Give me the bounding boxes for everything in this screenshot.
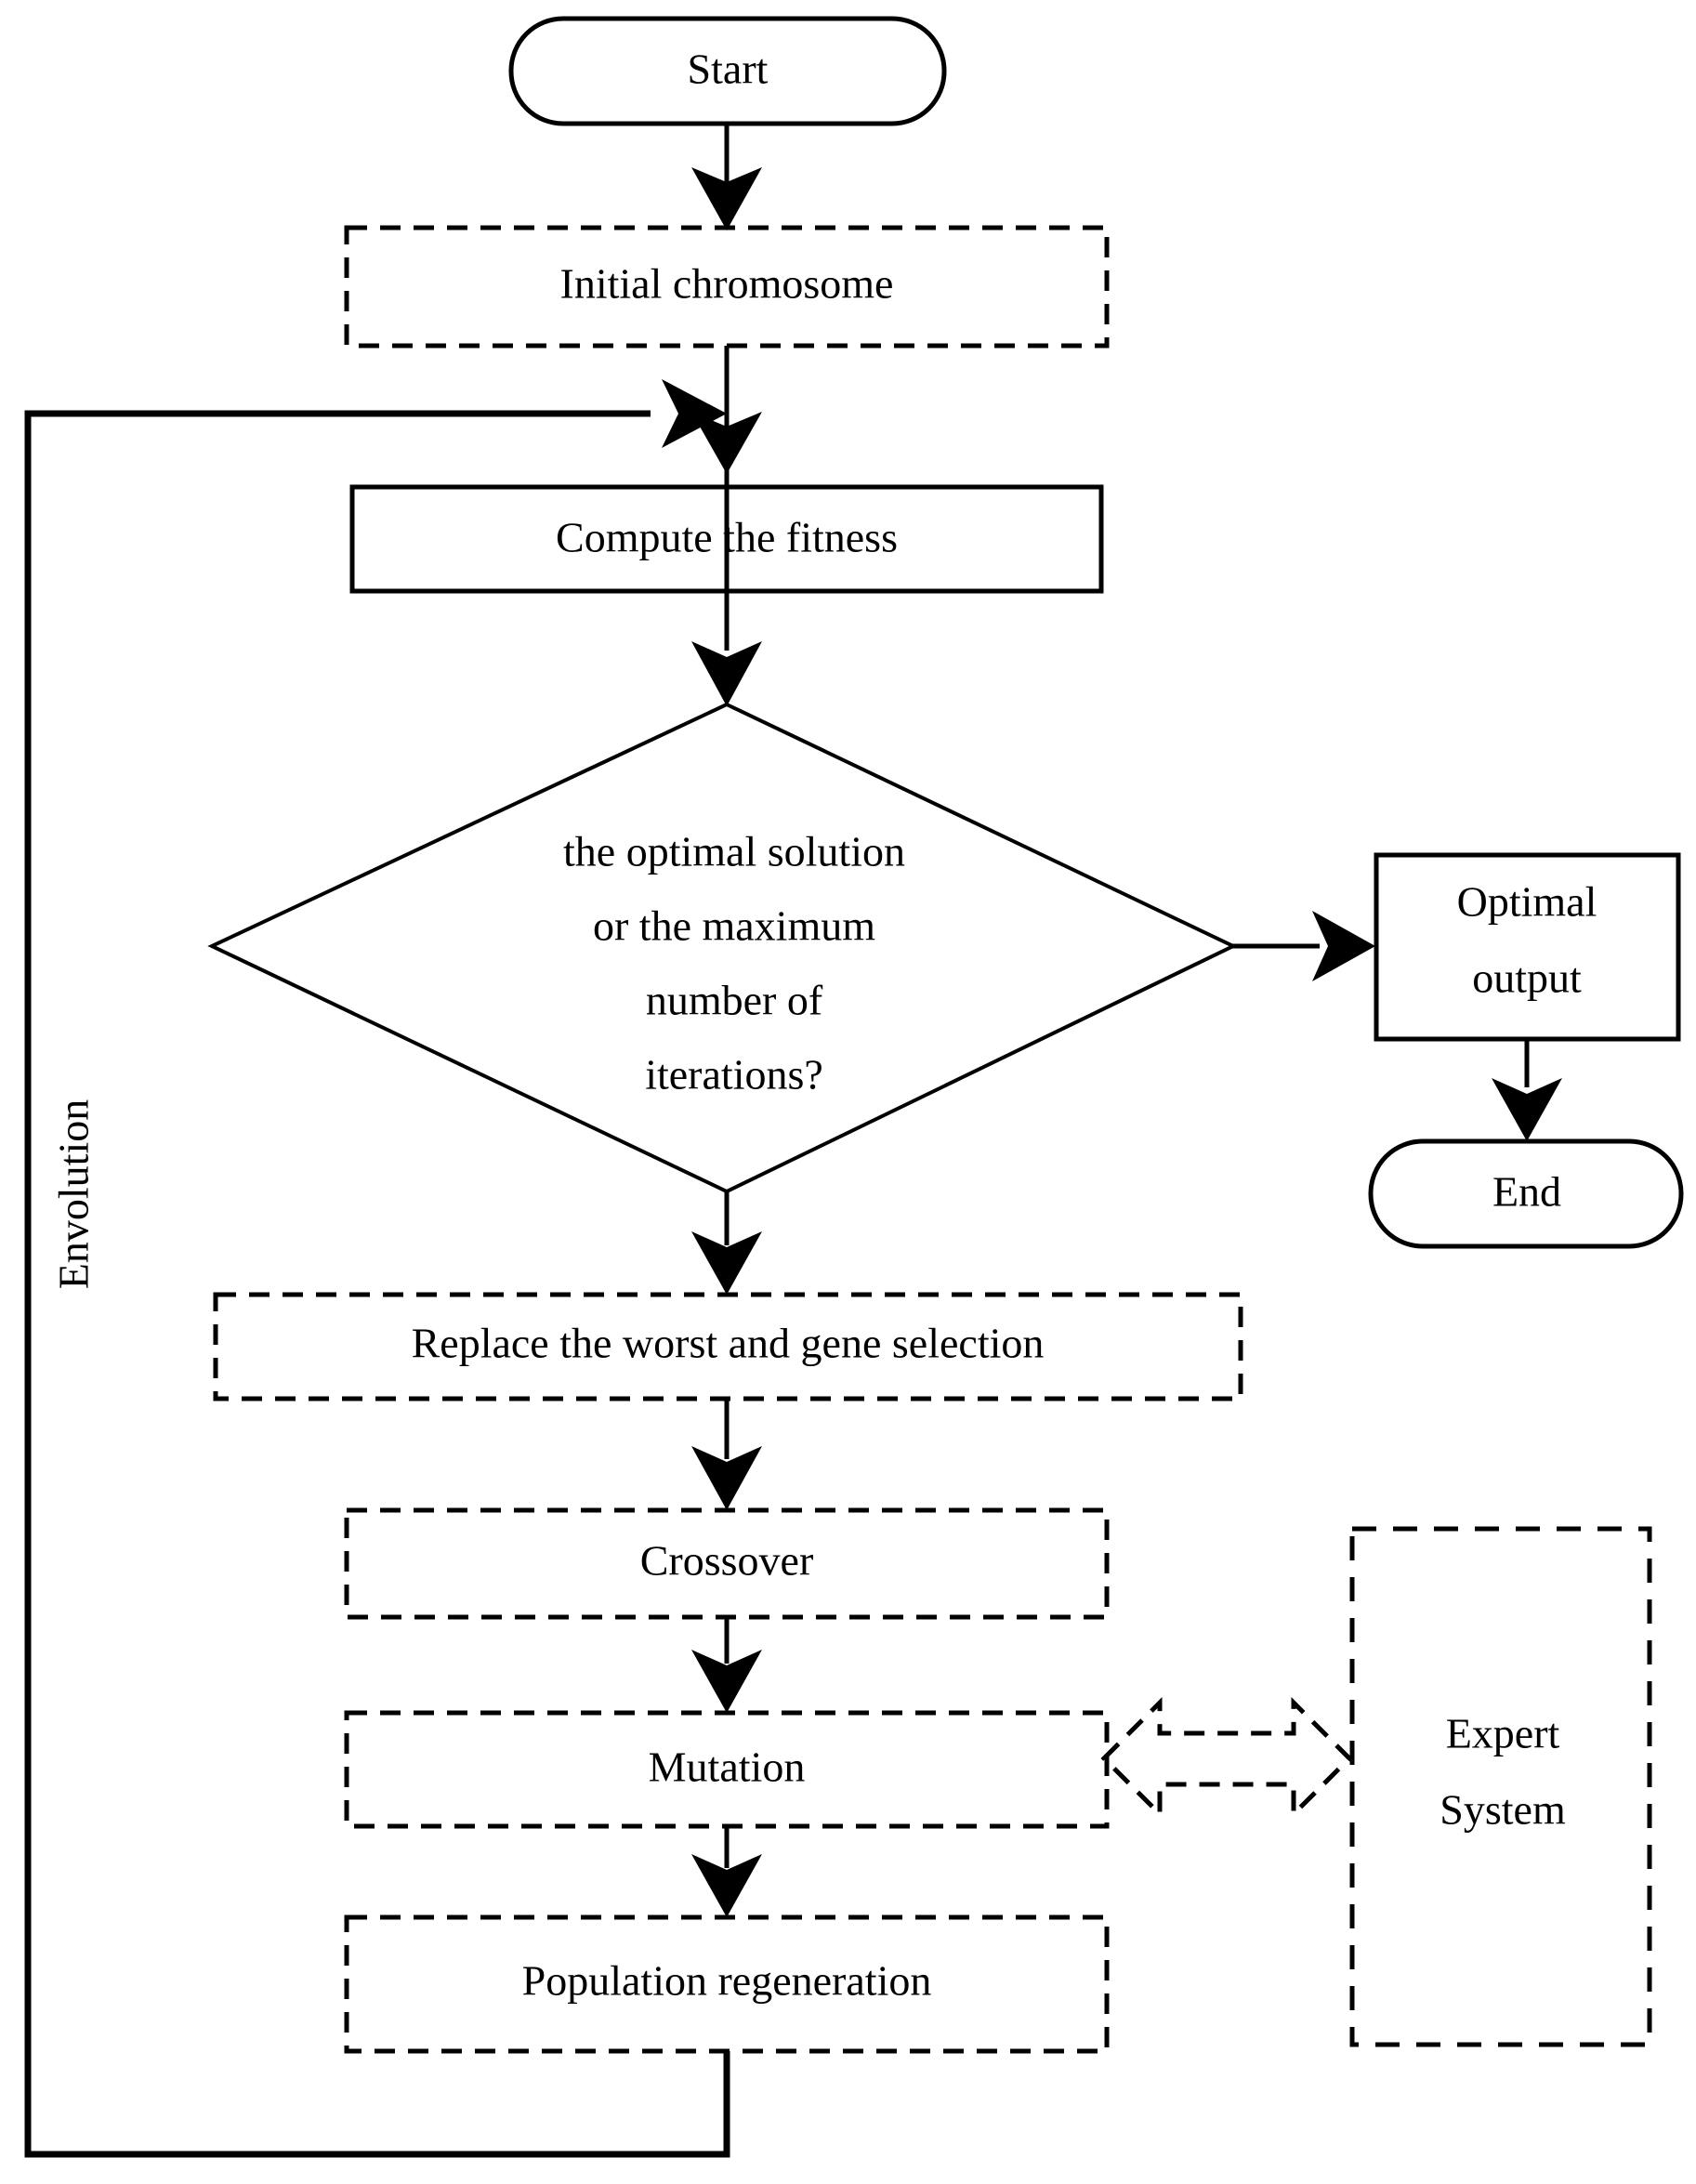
node-compute-fitness[interactable]: Compute the fitness xyxy=(349,484,1104,594)
node-decision-line-3: number of xyxy=(646,977,823,1024)
node-decision[interactable]: the optimal solution or the maximum numb… xyxy=(207,702,1238,1194)
arrowhead-down-icon xyxy=(691,1446,762,1510)
node-expert-system-line-2: System xyxy=(1440,1786,1566,1834)
node-compute-fitness-label: Compute the fitness xyxy=(556,514,898,561)
connector-mutation-to-expert-system xyxy=(1100,1696,1353,1821)
arrowhead-down-icon xyxy=(691,167,762,230)
node-mutation-label: Mutation xyxy=(649,1743,806,1791)
node-expert-system[interactable]: Expert System xyxy=(1349,1526,1652,2047)
arrowhead-down-icon xyxy=(1492,1078,1562,1141)
node-initial-chromosome-label: Initial chromosome xyxy=(560,260,894,308)
node-replace-worst[interactable]: Replace the worst and gene selection xyxy=(213,1292,1243,1401)
connector-envolution-loop xyxy=(24,379,730,2158)
node-end[interactable]: End xyxy=(1368,1138,1684,1249)
node-decision-line-1: the optimal solution xyxy=(563,828,905,875)
connector-compute-to-decision xyxy=(691,398,762,706)
node-optimal-output[interactable]: Optimal output xyxy=(1374,852,1681,1042)
node-mutation[interactable]: Mutation xyxy=(344,1710,1110,1829)
node-expert-system-line-1: Expert xyxy=(1446,1710,1560,1757)
connector-decision-to-replace xyxy=(691,1191,762,1295)
node-optimal-output-line-2: output xyxy=(1472,954,1582,1002)
node-optimal-output-line-1: Optimal xyxy=(1457,878,1597,926)
label-envolution: Envolution xyxy=(50,1099,98,1289)
node-crossover[interactable]: Crossover xyxy=(344,1507,1110,1620)
node-initial-chromosome[interactable]: Initial chromosome xyxy=(344,225,1110,349)
node-population-regeneration-label: Population regeneration xyxy=(522,1957,932,2005)
arrowhead-down-icon xyxy=(691,1231,762,1295)
arrowhead-right-icon xyxy=(662,379,727,448)
connector-replace-to-crossover xyxy=(691,1399,762,1510)
label-envolution-text: Envolution xyxy=(50,1099,98,1289)
arrowhead-right-icon xyxy=(1312,911,1375,981)
node-crossover-label: Crossover xyxy=(640,1537,814,1585)
node-end-label: End xyxy=(1492,1168,1561,1216)
connector-optimal-output-to-end xyxy=(1492,1039,1562,1141)
node-population-regeneration[interactable]: Population regeneration xyxy=(344,1914,1110,2054)
arrowhead-down-icon xyxy=(691,641,762,706)
connector-mutation-to-population xyxy=(691,1826,762,1917)
node-start[interactable]: Start xyxy=(508,16,947,126)
connector-crossover-to-mutation xyxy=(691,1617,762,1713)
node-decision-line-4: iterations? xyxy=(645,1051,823,1099)
connector-decision-to-optimal-output xyxy=(1231,911,1375,981)
arrowhead-down-icon xyxy=(691,1650,762,1713)
node-replace-worst-label: Replace the worst and gene selection xyxy=(412,1320,1045,1367)
arrowhead-down-icon xyxy=(691,1854,762,1917)
node-decision-line-2: or the maximum xyxy=(593,902,875,950)
node-start-label: Start xyxy=(688,46,769,93)
connector-start-to-initial xyxy=(691,124,762,230)
